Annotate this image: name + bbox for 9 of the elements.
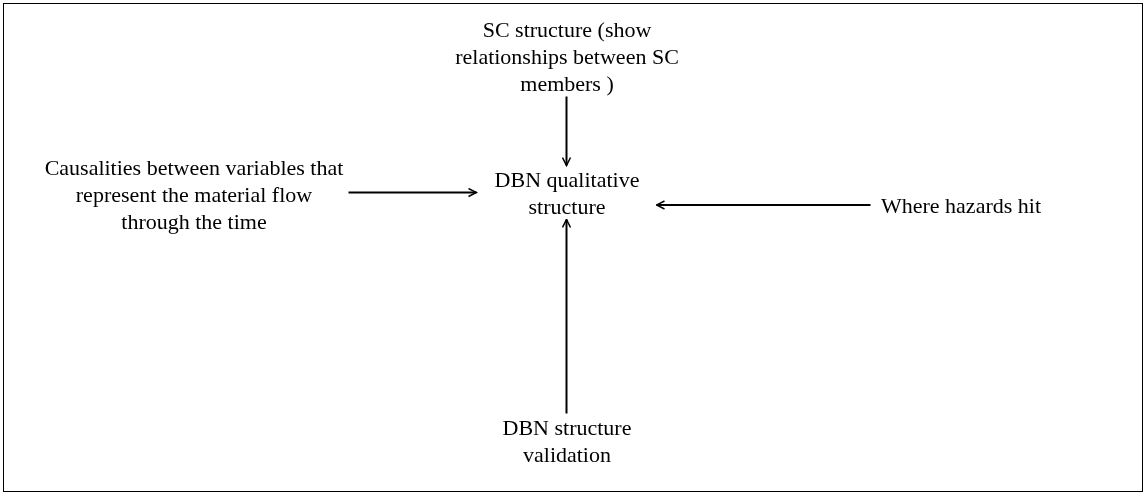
arrow <box>347 187 478 198</box>
node-label: DBN structure validation <box>501 414 633 468</box>
node-label: SC structure (show relationships between SC members ) <box>454 16 680 97</box>
node-label: Where hazards hit <box>880 192 1042 219</box>
node-label: DBN qualitative structure <box>493 166 641 220</box>
arrow <box>561 95 572 167</box>
arrow <box>561 218 572 415</box>
node-label: Causalities between variables that represent the material flow through the time <box>43 154 345 235</box>
arrow <box>655 200 872 210</box>
